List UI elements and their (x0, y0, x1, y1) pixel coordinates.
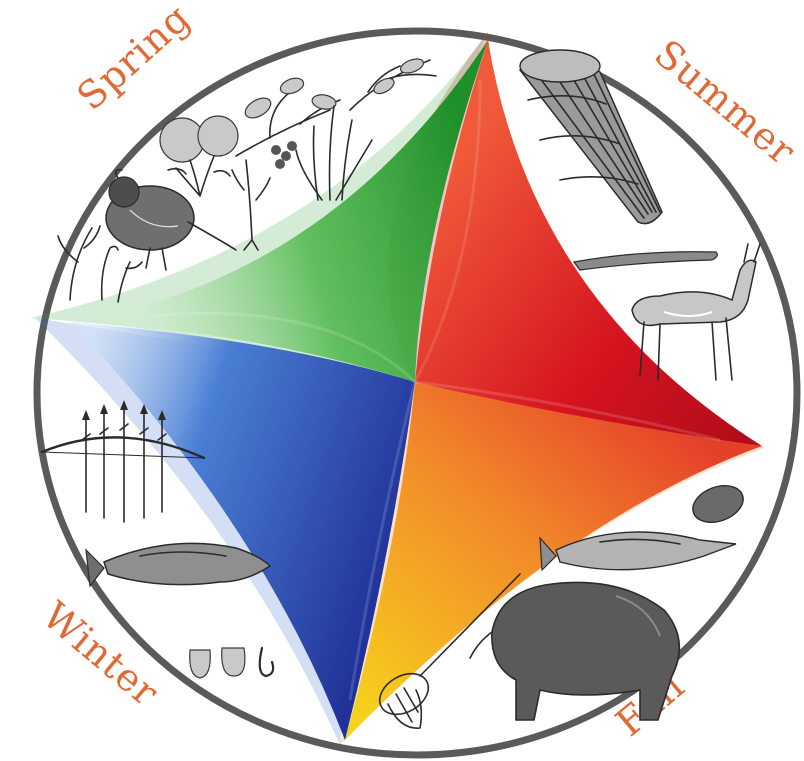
summer-label: Summer (646, 31, 804, 173)
lamprey-eel-icon (574, 252, 717, 270)
bison-icon (470, 582, 679, 720)
winter-label: Winter (34, 593, 167, 715)
stone-tool-icon (688, 479, 748, 529)
bone-hooks-icon (190, 648, 273, 678)
salmon-icon (86, 543, 270, 586)
spring-label: Spring (69, 0, 199, 119)
flower-plant-icon (160, 116, 238, 196)
fish-trap-basket-icon (520, 50, 662, 224)
